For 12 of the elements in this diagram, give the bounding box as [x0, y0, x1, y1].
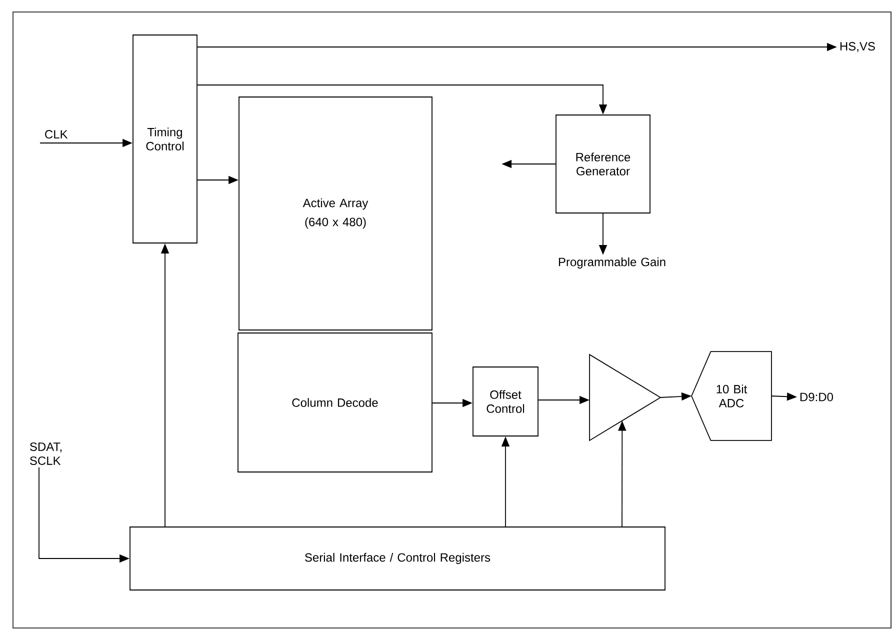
column-decode-box: Column Decode: [238, 332, 432, 472]
signal-label: CLK: [45, 130, 68, 139]
timing-control-box: Timing Control: [132, 34, 198, 244]
offset-control-box: Offset Control: [472, 366, 538, 436]
signal-label: Programmable Gain: [558, 257, 666, 269]
adc-block: 10 Bit ADC: [691, 351, 772, 441]
signal-label: HS,VS: [840, 42, 875, 52]
active-array-box: Active Array (640 x 480): [238, 96, 432, 330]
reference-generator-box: Reference Generator: [556, 114, 650, 214]
signal-label: SDAT, SCLK: [30, 442, 62, 465]
signal-label: D9:D0: [800, 392, 833, 402]
control-registers-box: Serial Interface / Control Registers: [130, 526, 666, 590]
